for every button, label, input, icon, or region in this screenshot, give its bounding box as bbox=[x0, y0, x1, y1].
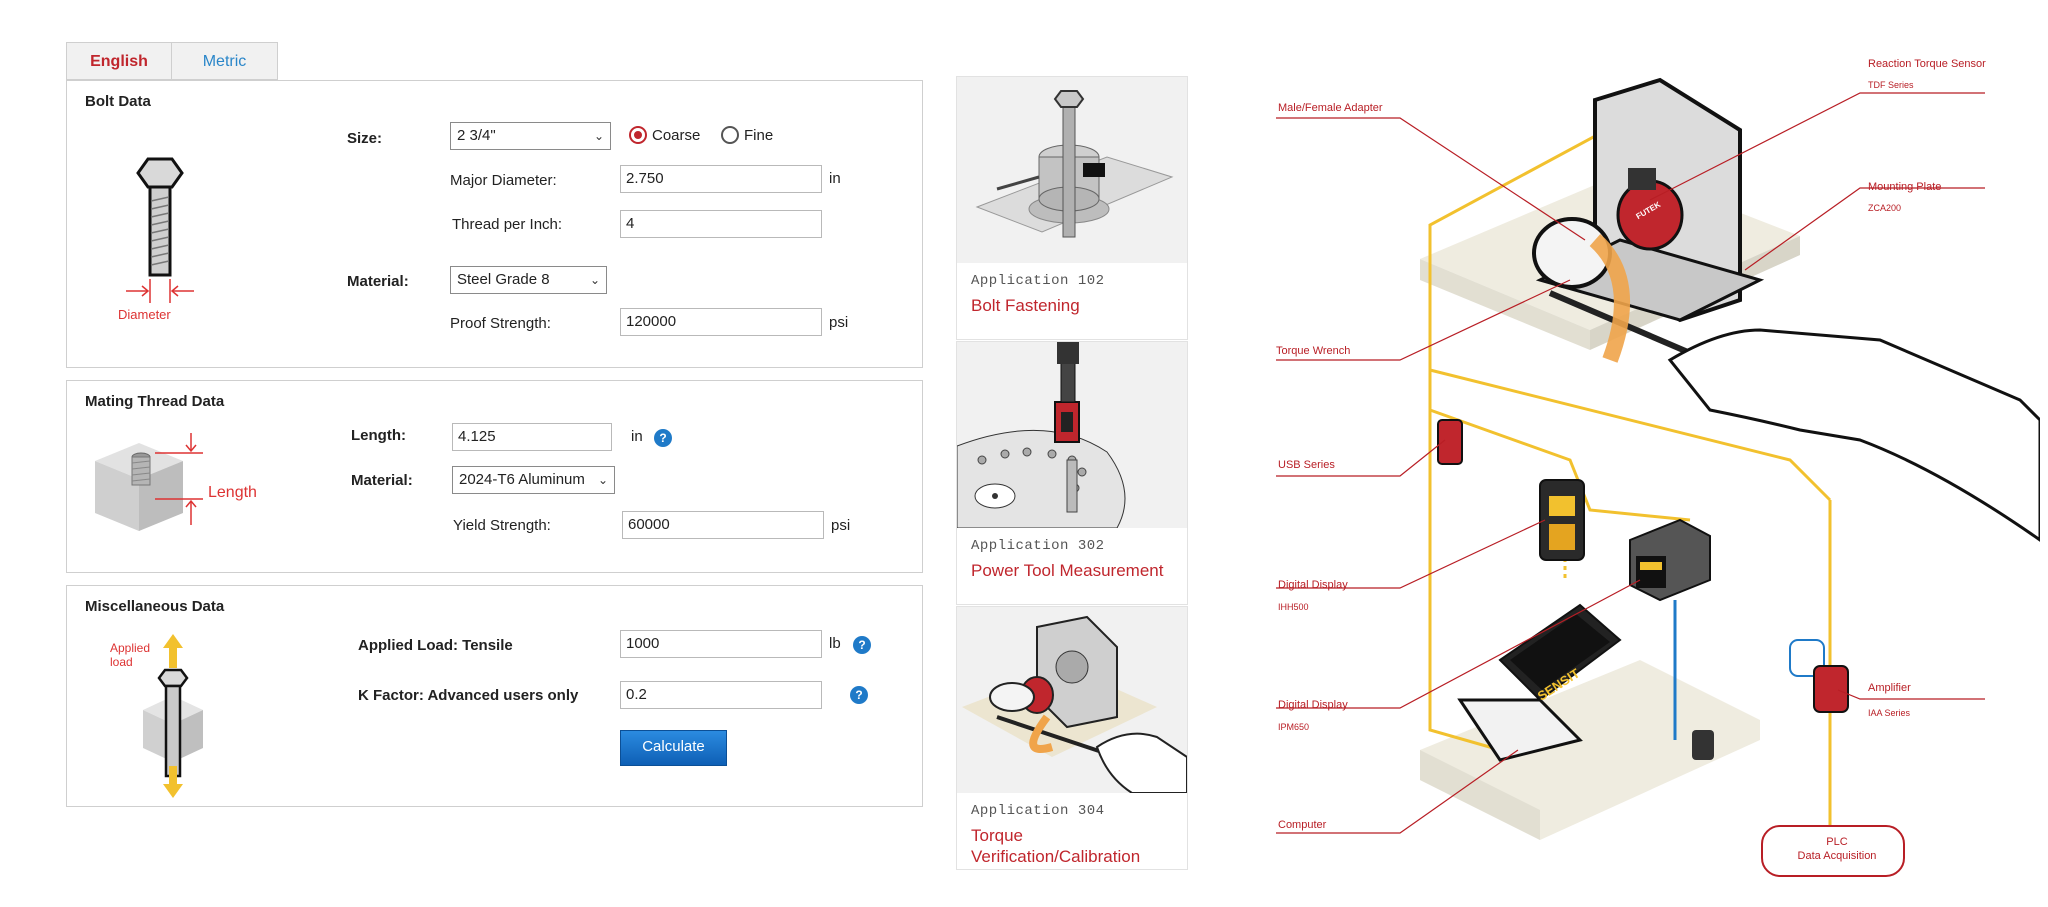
applied-load-input[interactable]: 1000 bbox=[620, 630, 822, 658]
application-number: Application 302 bbox=[971, 538, 1105, 554]
label-computer: Computer bbox=[1278, 819, 1327, 831]
label-usb-series: USB Series bbox=[1278, 459, 1335, 471]
yield-strength-unit: psi bbox=[831, 517, 851, 534]
mating-material-label: Material: bbox=[351, 472, 413, 489]
chevron-down-icon: ⌄ bbox=[589, 273, 600, 287]
application-title[interactable]: Torque Verification/Calibration bbox=[971, 826, 1141, 866]
applied-load-help-icon[interactable]: ? bbox=[853, 636, 871, 654]
bolt-fastening-image bbox=[957, 77, 1187, 263]
mating-thread-title: Mating Thread Data bbox=[85, 393, 225, 410]
size-select[interactable]: 2 3/4"⌄ bbox=[450, 122, 611, 150]
length-help-icon[interactable]: ? bbox=[654, 429, 672, 447]
label-ipm650: IPM650 bbox=[1278, 722, 1310, 732]
label-zca200: ZCA200 bbox=[1868, 203, 1902, 213]
fine-radio[interactable] bbox=[721, 126, 739, 144]
label-reaction-torque-sensor: Reaction Torque Sensor bbox=[1868, 58, 1986, 70]
mating-length-illustration bbox=[95, 433, 203, 531]
length-caption: Length bbox=[208, 484, 257, 501]
tab-metric[interactable]: Metric bbox=[171, 42, 278, 80]
application-card-304[interactable]: Application 304 Torque Verification/Cali… bbox=[956, 606, 1188, 870]
length-unit: in bbox=[631, 428, 643, 445]
thread-per-inch-input[interactable]: 4 bbox=[620, 210, 822, 238]
k-factor-help-icon[interactable]: ? bbox=[850, 686, 868, 704]
yield-strength-input[interactable]: 60000 bbox=[622, 511, 824, 539]
yield-strength-label: Yield Strength: bbox=[453, 517, 551, 534]
mating-thread-panel: Mating Thread Data Length Length: 4.125 … bbox=[66, 380, 923, 573]
bolt-data-title: Bolt Data bbox=[85, 93, 151, 110]
label-torque-wrench: Torque Wrench bbox=[1276, 345, 1351, 357]
label-male-female-adapter: Male/Female Adapter bbox=[1278, 102, 1383, 114]
application-number: Application 304 bbox=[971, 803, 1105, 819]
applied-load-caption-2: load bbox=[110, 655, 133, 669]
major-diameter-input[interactable]: 2.750 bbox=[620, 165, 822, 193]
label-data-acquisition: Data Acquisition bbox=[1797, 850, 1877, 862]
proof-strength-label: Proof Strength: bbox=[450, 315, 551, 332]
mating-material-select[interactable]: 2024-T6 Aluminum⌄ bbox=[452, 466, 615, 494]
fine-label: Fine bbox=[744, 127, 774, 144]
label-plc: PLC bbox=[1826, 836, 1848, 848]
applied-load-label: Applied Load: Tensile bbox=[358, 637, 513, 654]
bolt-diameter-illustration bbox=[126, 157, 194, 303]
label-digital-display-1: Digital Display bbox=[1278, 579, 1348, 591]
diameter-caption: Diameter bbox=[118, 307, 171, 322]
system-diagram bbox=[1276, 77, 2040, 877]
major-diameter-label: Major Diameter: bbox=[450, 172, 557, 189]
length-label: Length: bbox=[351, 427, 406, 444]
calculate-button[interactable]: Calculate bbox=[620, 730, 727, 766]
bolt-material-label: Material: bbox=[347, 273, 409, 290]
torque-verification-image bbox=[957, 607, 1187, 793]
applied-load-unit: lb bbox=[829, 635, 841, 652]
power-tool-image bbox=[957, 342, 1187, 528]
label-mounting-plate: Mounting Plate bbox=[1868, 181, 1942, 193]
chevron-down-icon: ⌄ bbox=[597, 473, 608, 487]
thread-per-inch-label: Thread per Inch: bbox=[452, 216, 563, 233]
application-title[interactable]: Power Tool Measurement bbox=[971, 561, 1164, 580]
k-factor-label: K Factor: Advanced users only bbox=[358, 687, 579, 704]
size-label: Size: bbox=[347, 130, 383, 147]
proof-strength-unit: psi bbox=[829, 314, 849, 331]
applied-load-caption-1: Applied bbox=[110, 641, 151, 655]
misc-data-panel: Miscellaneous Data Applied load Applied … bbox=[66, 585, 923, 807]
tab-english[interactable]: English bbox=[66, 42, 172, 80]
applied-load-illustration bbox=[143, 634, 203, 798]
chevron-down-icon: ⌄ bbox=[593, 129, 604, 143]
proof-strength-input[interactable]: 120000 bbox=[620, 308, 822, 336]
coarse-radio[interactable] bbox=[629, 126, 647, 144]
label-amplifier: Amplifier bbox=[1868, 682, 1911, 694]
label-ihh500: IHH500 bbox=[1278, 602, 1309, 612]
k-factor-input[interactable]: 0.2 bbox=[620, 681, 822, 709]
application-title[interactable]: Bolt Fastening bbox=[971, 296, 1080, 315]
bolt-material-select[interactable]: Steel Grade 8⌄ bbox=[450, 266, 607, 294]
label-iaa-series: IAA Series bbox=[1868, 708, 1911, 718]
label-tdf-series: TDF Series bbox=[1868, 80, 1914, 90]
major-diameter-unit: in bbox=[829, 170, 841, 187]
application-card-302[interactable]: Application 302 Power Tool Measurement bbox=[956, 341, 1188, 605]
coarse-label: Coarse bbox=[652, 127, 701, 144]
application-card-102[interactable]: Application 102 Bolt Fastening bbox=[956, 76, 1188, 340]
bolt-data-panel: Bolt Data Diameter Size: 2 3/4"⌄ Coarse … bbox=[66, 80, 923, 368]
misc-data-title: Miscellaneous Data bbox=[85, 598, 225, 615]
application-number: Application 102 bbox=[971, 273, 1105, 289]
length-input[interactable]: 4.125 bbox=[452, 423, 612, 451]
label-digital-display-2: Digital Display bbox=[1278, 699, 1348, 711]
